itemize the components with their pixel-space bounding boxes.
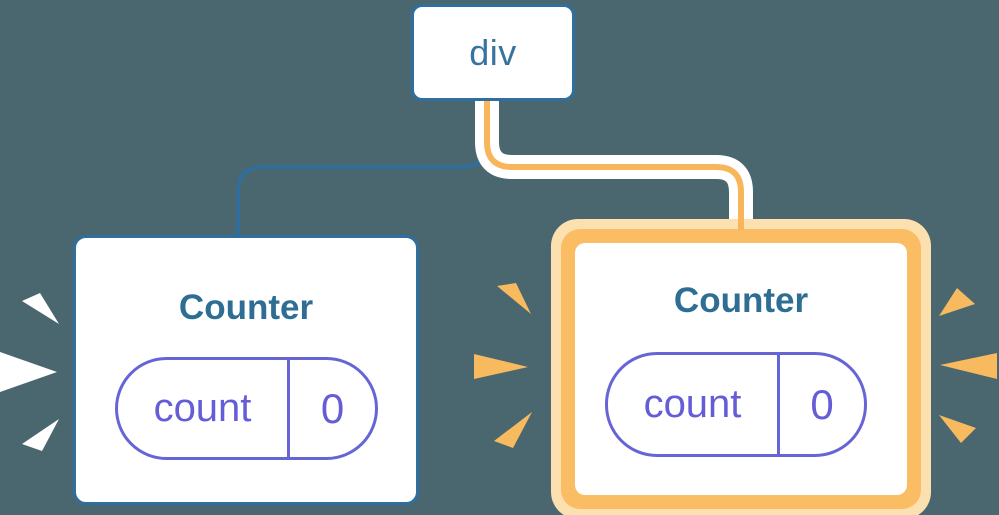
counter-card-left: Counter count 0 xyxy=(73,235,419,505)
connector-right-casing xyxy=(475,101,753,219)
connector-left-blue xyxy=(236,103,489,237)
counter-card-right-highlighted: Counter count 0 xyxy=(551,219,931,515)
root-div-label: div xyxy=(469,31,517,73)
state-value-left: 0 xyxy=(320,384,345,432)
state-pill-left: count 0 xyxy=(115,357,378,460)
counter-title-right: Counter xyxy=(673,281,809,320)
burst-marks-white-icon xyxy=(0,293,59,451)
state-value-right: 0 xyxy=(810,380,834,428)
state-key-left: count xyxy=(118,360,290,457)
state-pill-right: count 0 xyxy=(605,352,867,457)
state-key-right: count xyxy=(608,355,780,454)
counter-card-right-inner: Counter count 0 xyxy=(575,243,907,495)
counter-title-left: Counter xyxy=(178,288,314,327)
connector-right-orange xyxy=(484,101,744,230)
root-div-node: div xyxy=(411,4,575,101)
highlight-ring: Counter count 0 xyxy=(561,229,921,509)
